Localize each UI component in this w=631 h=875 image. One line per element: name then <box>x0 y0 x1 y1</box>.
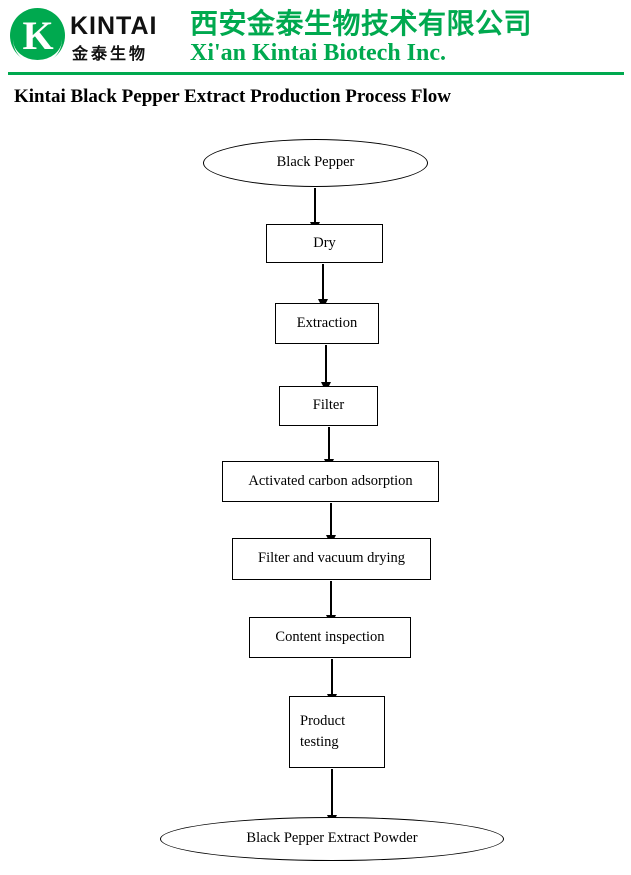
flow-node-label: Extraction <box>296 314 358 331</box>
logo-swoosh-icon <box>13 38 62 64</box>
flow-node-label: Black Pepper Extract Powder <box>246 830 418 847</box>
flow-node-black-pepper-extract-powder: Black Pepper Extract Powder <box>160 817 504 861</box>
flow-node-label: Activated carbon adsorption <box>248 472 413 489</box>
flow-node-label: Content inspection <box>275 628 385 645</box>
company-logo: K <box>10 8 67 65</box>
company-name-en: Xi'an Kintai Biotech Inc. <box>190 40 447 66</box>
flow-node-label: Black Pepper <box>276 154 355 171</box>
logo-brand-cn: 金泰生物 <box>72 44 149 63</box>
flow-node-filter: Filter <box>279 386 378 426</box>
flow-node-product-testing: Product testing <box>289 696 385 768</box>
flow-node-label: Filter and vacuum drying <box>258 550 405 567</box>
flow-arrow-6 <box>326 581 336 625</box>
flow-node-filter-and-vacuum-drying: Filter and vacuum drying <box>232 538 431 580</box>
flow-node-label: Dry <box>313 234 336 251</box>
flow-arrow-2 <box>318 264 328 309</box>
page-title: Kintai Black Pepper Extract Production P… <box>14 86 451 107</box>
flow-node-activated-carbon-adsorption: Activated carbon adsorption <box>222 461 439 502</box>
flow-node-dry: Dry <box>266 224 383 263</box>
flow-node-extraction: Extraction <box>275 303 379 344</box>
flow-arrow-4 <box>324 427 334 469</box>
header-divider <box>8 72 624 75</box>
flow-node-black-pepper: Black Pepper <box>203 139 428 187</box>
flow-node-label: Filter <box>312 397 345 414</box>
flow-arrow-5 <box>326 503 336 545</box>
flow-arrow-3 <box>321 345 331 392</box>
flow-arrow-1 <box>310 188 320 232</box>
flow-node-label: Product testing <box>300 712 346 750</box>
company-name-cn: 西安金泰生物技术有限公司 <box>190 7 533 40</box>
flow-arrow-7 <box>327 659 337 704</box>
logo-brand-en: KINTAI <box>70 12 158 40</box>
flow-arrow-8 <box>327 769 337 825</box>
page-header: K KINTAI 金泰生物 西安金泰生物技术有限公司 Xi'an Kintai … <box>0 0 631 78</box>
flow-node-content-inspection: Content inspection <box>249 617 411 658</box>
